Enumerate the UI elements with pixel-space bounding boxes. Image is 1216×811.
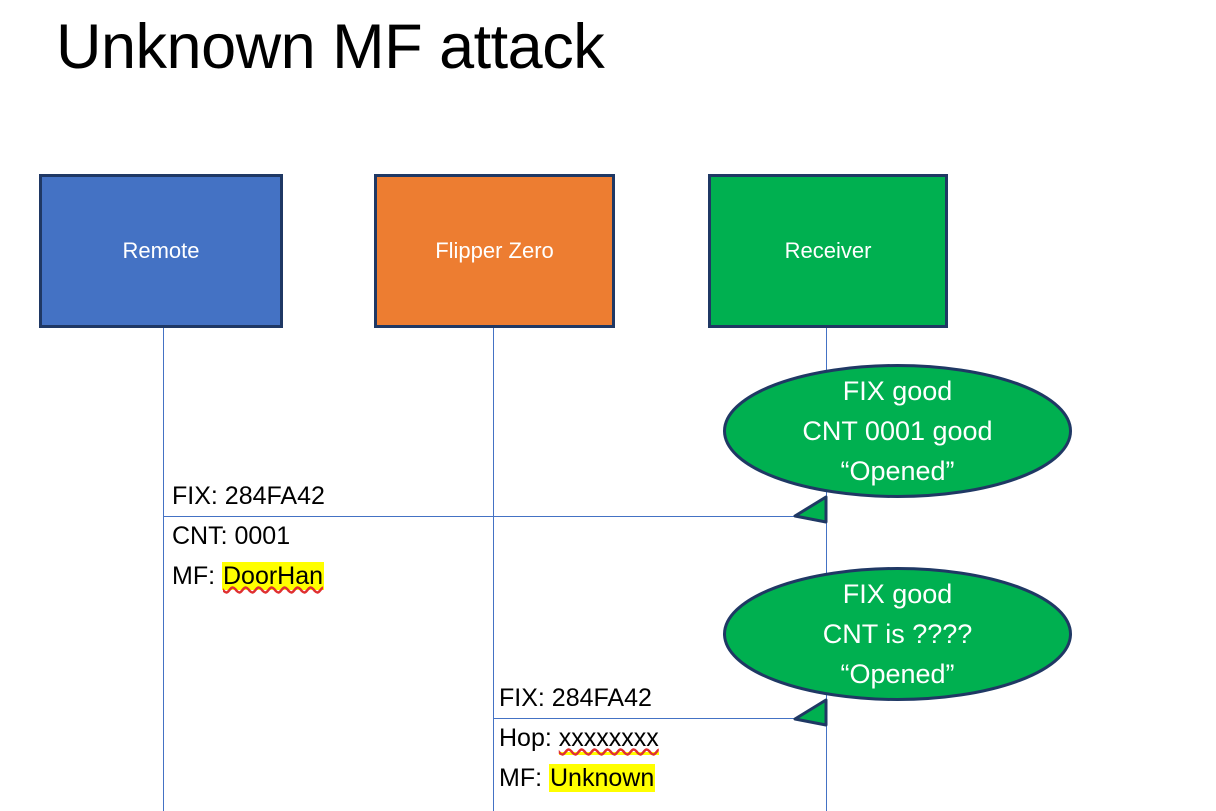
message-label-remote-to-receiver: FIX: 284FA42 CNT: 0001 MF: DoorHan — [172, 476, 325, 596]
message-line: FIX: 284FA42 — [172, 476, 325, 516]
callout-bubble-first: FIX good CNT 0001 good “Opened” — [723, 364, 1072, 529]
message-line-prefix: MF: — [499, 764, 549, 792]
message-line-prefix: FIX: — [499, 684, 552, 712]
actor-label-remote: Remote — [122, 238, 200, 263]
message-line: CNT: 0001 — [172, 516, 325, 556]
callout-bubble-shape — [723, 364, 1072, 524]
message-line: MF: DoorHan — [172, 556, 325, 596]
message-line: Hop: xxxxxxxx — [499, 718, 659, 758]
message-line-prefix: MF: — [172, 562, 222, 590]
message-line: MF: Unknown — [499, 758, 659, 798]
message-line-value: 0001 — [234, 522, 291, 550]
message-line: FIX: 284FA42 — [499, 678, 659, 718]
arrow-shaft — [163, 516, 826, 517]
lifeline-receiver — [826, 328, 827, 811]
actor-label-flipper-zero: Flipper Zero — [435, 238, 554, 263]
actor-box-receiver[interactable]: Receiver — [708, 174, 948, 328]
page-title: Unknown MF attack — [56, 12, 605, 82]
arrow-shaft — [493, 718, 826, 719]
callout-bubble-shape — [723, 567, 1072, 727]
message-line-prefix: FIX: — [172, 482, 225, 510]
actor-box-remote[interactable]: Remote — [39, 174, 283, 328]
lifeline-flipper-zero — [493, 328, 494, 811]
message-line-value: 284FA42 — [224, 482, 325, 510]
message-line-value-highlighted: Unknown — [549, 764, 656, 792]
actor-label-receiver: Receiver — [784, 238, 872, 263]
actor-box-flipper-zero[interactable]: Flipper Zero — [374, 174, 615, 328]
message-line-value-highlighted: DoorHan — [222, 562, 325, 590]
message-line-prefix: Hop: — [499, 724, 559, 752]
message-label-flipper-to-receiver: FIX: 284FA42 Hop: xxxxxxxx MF: Unknown — [499, 678, 659, 798]
lifeline-remote — [163, 328, 164, 811]
callout-bubble-second: FIX good CNT is ???? “Opened” — [723, 567, 1072, 732]
message-line-value: xxxxxxxx — [558, 724, 659, 755]
message-line-value: 284FA42 — [551, 684, 652, 712]
message-line-prefix: CNT: — [172, 522, 235, 550]
